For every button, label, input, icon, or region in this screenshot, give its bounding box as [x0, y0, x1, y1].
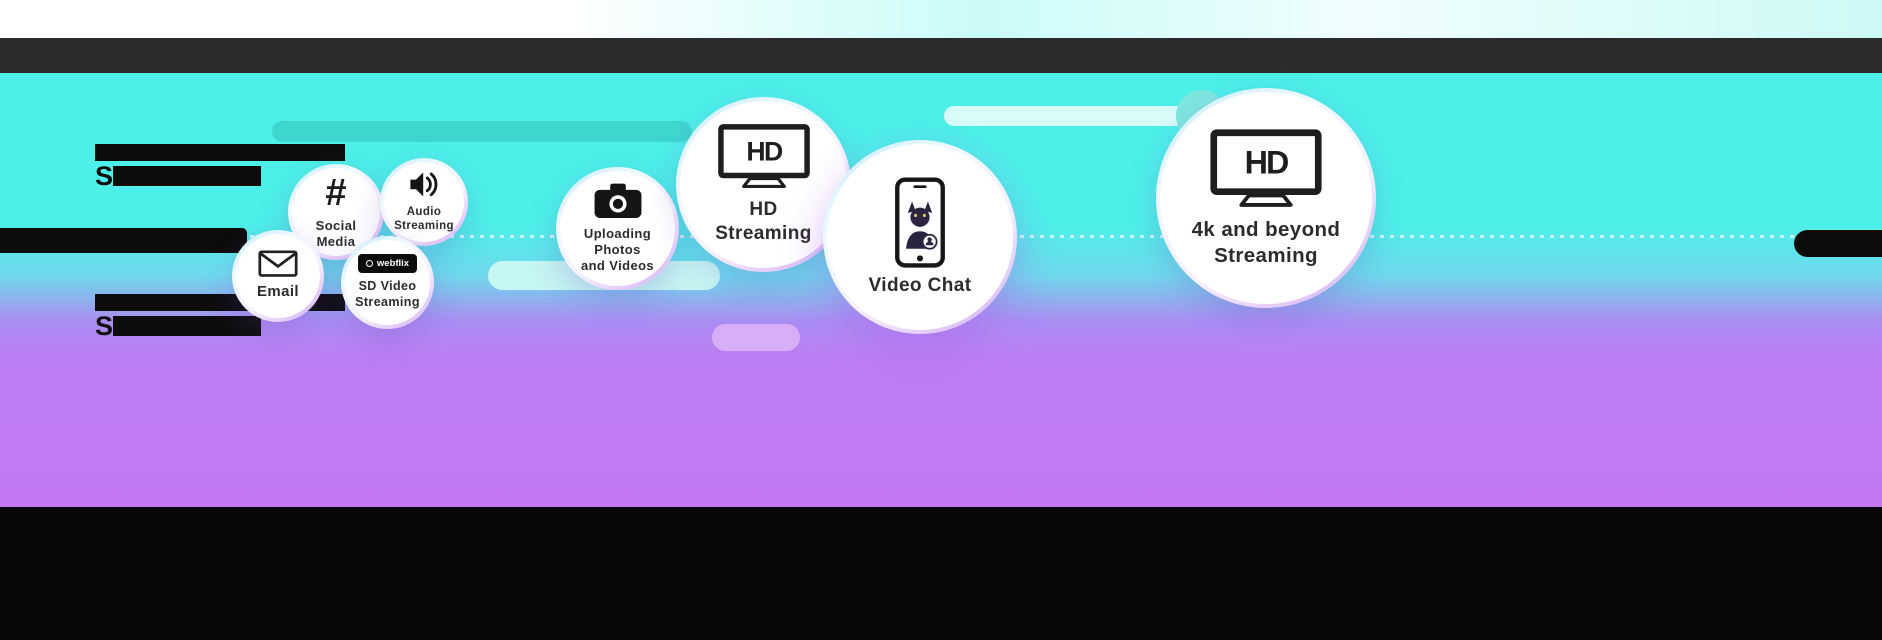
top-strip	[0, 0, 1882, 38]
hashtag-icon: #	[325, 171, 347, 214]
decor-pill-white	[944, 106, 1190, 126]
bubble-email-label: Email	[256, 283, 300, 301]
tier-1-heading-bar	[95, 144, 345, 161]
speaker-icon	[410, 172, 438, 197]
tier-1-letter: S	[95, 161, 114, 191]
bubble-4k-streaming-label: 4k and beyond Streaming	[1191, 218, 1341, 267]
tier-1-text-block: S	[95, 144, 345, 191]
bubble-video-chat: Video Chat	[823, 140, 1017, 334]
webflix-logo: webflix	[357, 254, 418, 274]
bubble-email: Email	[232, 230, 324, 322]
camera-icon	[594, 183, 641, 219]
svg-text:HD: HD	[1245, 144, 1288, 180]
left-edge-black-bar	[0, 228, 247, 253]
bubble-sd-video-streaming: webflix SD Video Streaming	[341, 236, 434, 329]
hd-tv-icon: HD	[717, 124, 810, 189]
hd-tv-icon: HD	[1210, 129, 1322, 207]
bubble-uploading-photos-videos: Uploading Photos and Videos	[556, 167, 679, 290]
bubble-video-chat-label: Video Chat	[868, 274, 972, 296]
bubble-sd-video-streaming-label: SD Video Streaming	[355, 279, 420, 309]
header-bar	[0, 38, 1882, 73]
bubble-4k-streaming: HD 4k and beyond Streaming	[1156, 88, 1376, 308]
tier-2-letter: S	[95, 311, 114, 341]
webflix-dot-icon	[365, 260, 373, 268]
bubble-hd-streaming: HD HD Streaming	[676, 97, 851, 272]
envelope-icon	[258, 250, 298, 277]
footer-bar	[0, 507, 1882, 640]
bubble-audio-streaming: Audio Streaming	[380, 158, 468, 246]
video-chat-phone-icon	[895, 177, 945, 268]
tier-2-subtext-bar	[113, 316, 262, 336]
decor-pill-lavender	[712, 324, 800, 351]
bubble-social-media-label: Social Media	[315, 217, 357, 249]
bubble-audio-streaming-label: Audio Streaming	[394, 206, 454, 233]
tier-1-subtext-bar	[113, 166, 262, 186]
right-edge-black-pill	[1794, 230, 1882, 257]
webflix-logo-text: webflix	[376, 258, 410, 270]
svg-text:HD: HD	[746, 137, 783, 167]
bubble-uploading-label: Uploading Photos and Videos	[580, 225, 655, 274]
decor-pill-teal	[272, 121, 692, 142]
bubble-hd-streaming-label: HD Streaming	[715, 199, 812, 244]
